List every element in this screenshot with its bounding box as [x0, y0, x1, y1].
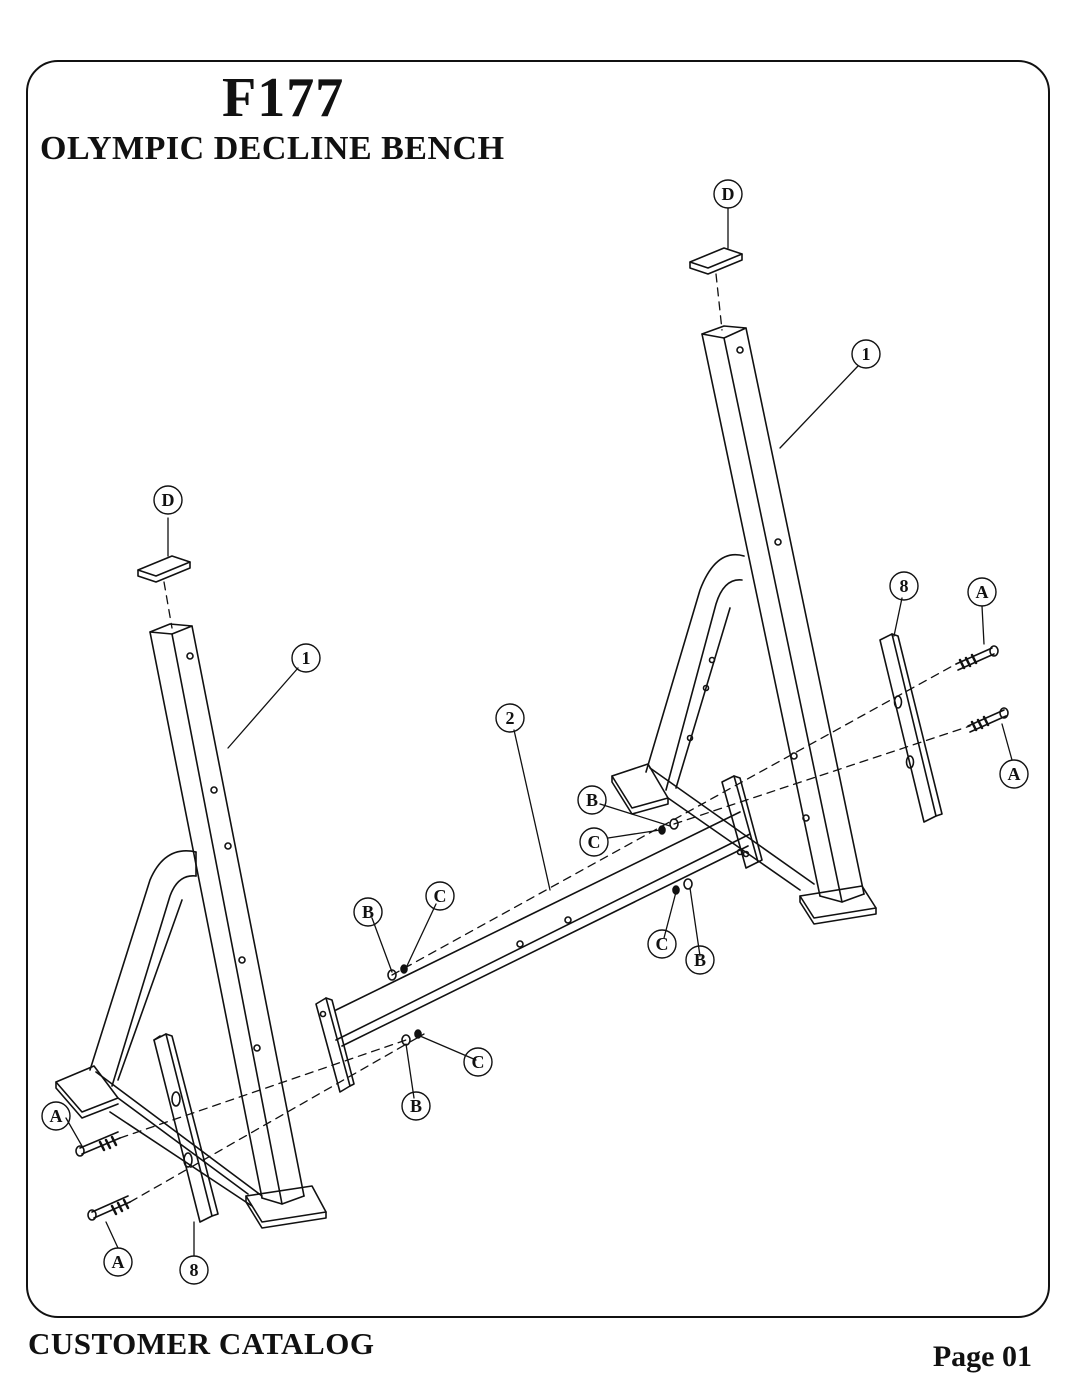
left-frame-assembly	[55, 555, 327, 1229]
svg-text:C: C	[434, 886, 447, 906]
callout-C-center-lower: C	[463, 1047, 493, 1077]
callout-2: 2	[495, 703, 525, 733]
svg-text:A: A	[50, 1106, 63, 1126]
svg-text:C: C	[588, 832, 601, 852]
svg-text:B: B	[362, 902, 374, 922]
right-side-plate-part-8	[879, 633, 943, 823]
svg-text:8: 8	[190, 1260, 199, 1280]
callout-A-right-upper: A	[967, 577, 997, 607]
page-number: Page 01	[932, 1340, 1032, 1373]
hardware	[75, 645, 1009, 1221]
left-upright-part-1	[149, 623, 305, 1205]
callout-B-center-lower: B	[401, 1091, 431, 1121]
right-end-cap-part-D	[689, 247, 743, 275]
svg-text:B: B	[410, 1096, 422, 1116]
svg-text:8: 8	[900, 576, 909, 596]
bolt-A-left-lower	[87, 1195, 131, 1221]
callout-A-left-upper: A	[41, 1101, 71, 1131]
callout-B-right-lower: B	[685, 945, 715, 975]
callout-A-right-lower: A	[999, 759, 1029, 789]
callout-D-left: D	[153, 485, 183, 515]
bolt-A-left-upper	[75, 1131, 121, 1157]
right-upright-part-1	[701, 325, 865, 903]
bolt-A-right-upper	[955, 645, 999, 671]
callout-B-center-upper: B	[353, 897, 383, 927]
crossbar-part-2	[315, 775, 763, 1093]
callout-C-right-upper: C	[579, 827, 609, 857]
svg-text:C: C	[656, 934, 669, 954]
callout-C-center-upper: C	[425, 881, 455, 911]
left-front-foot-pad	[245, 1185, 327, 1223]
svg-text:A: A	[1008, 764, 1021, 784]
callout-8-right: 8	[889, 571, 919, 601]
svg-text:1: 1	[302, 648, 311, 668]
svg-text:B: B	[586, 790, 598, 810]
svg-text:D: D	[722, 184, 735, 204]
svg-text:D: D	[162, 490, 175, 510]
page-border	[26, 60, 1050, 1318]
catalog-footer: CUSTOMER CATALOG	[28, 1326, 375, 1361]
callout-1-right: 1	[851, 339, 881, 369]
callout-B-right-upper: B	[577, 785, 607, 815]
left-end-cap-part-D	[137, 555, 191, 583]
svg-text:C: C	[472, 1052, 485, 1072]
right-frame-assembly	[611, 247, 943, 925]
svg-text:B: B	[694, 950, 706, 970]
left-rear-support	[89, 850, 197, 1071]
assembly-lines	[119, 273, 971, 1203]
left-side-plate-part-8	[153, 1033, 219, 1223]
callout-C-right-lower: C	[647, 929, 677, 959]
model-number: F177	[222, 67, 345, 129]
right-front-foot-pad	[799, 885, 877, 919]
callout-D-right: D	[713, 179, 743, 209]
bolt-A-right-lower	[967, 707, 1009, 733]
svg-text:2: 2	[506, 708, 515, 728]
leader-lines	[65, 207, 1013, 1257]
callout-A-left-lower: A	[103, 1247, 133, 1277]
svg-text:1: 1	[862, 344, 871, 364]
callout-8-left: 8	[179, 1255, 209, 1285]
svg-text:A: A	[976, 582, 989, 602]
page-title: OLYMPIC DECLINE BENCH	[40, 130, 505, 167]
callout-1-left: 1	[291, 643, 321, 673]
right-rear-support	[645, 554, 745, 773]
right-rear-foot-pad	[611, 763, 669, 809]
svg-text:A: A	[112, 1252, 125, 1272]
